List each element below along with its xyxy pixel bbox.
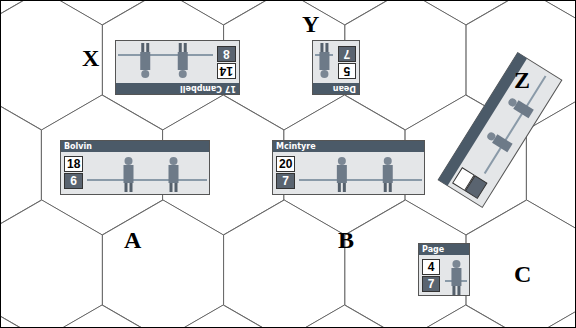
unit-name: Page	[419, 244, 469, 255]
unit-counter: Dean 57	[312, 40, 360, 95]
hex-label: A	[124, 228, 141, 252]
hex-cell	[466, 200, 576, 328]
unit-counter: Mcintyre 207	[272, 140, 425, 195]
hex-label: X	[82, 46, 99, 70]
hex-label: Z	[514, 68, 530, 92]
hex-cell	[405, 305, 526, 328]
unit-counter: Page 47	[418, 243, 470, 296]
unit-name: 17 Campbell	[116, 83, 239, 94]
unit-counter: 17 Campbell 148	[115, 40, 240, 95]
hex-cell	[284, 305, 405, 328]
morale-number: 7	[422, 276, 440, 292]
morale-number: 7	[338, 46, 356, 62]
hex-cell	[163, 305, 284, 328]
morale-number: 8	[217, 46, 236, 62]
hex-label: Y	[302, 12, 319, 36]
unit-name: Dean	[313, 83, 359, 94]
unit-name: Mcintyre	[273, 141, 424, 152]
hex-cell	[224, 200, 345, 328]
hex-cell	[526, 305, 576, 328]
strength-number: 18	[64, 156, 83, 172]
hex-cell	[102, 200, 223, 328]
hex-cell	[0, 200, 102, 328]
unit-counter: Bolvin 186	[60, 140, 210, 195]
hex-cell	[41, 305, 162, 328]
unit-name: Bolvin	[61, 141, 209, 152]
morale-number: 7	[276, 173, 295, 189]
hex-label: B	[338, 228, 354, 252]
strength-number: 5	[338, 63, 356, 79]
hex-cell	[0, 305, 41, 328]
rotated-counter	[438, 53, 562, 208]
hex-label: C	[514, 262, 531, 286]
strength-number: 4	[422, 259, 440, 275]
morale-number: 6	[64, 173, 83, 189]
strength-number: 20	[276, 156, 295, 172]
strength-number: 14	[217, 63, 236, 79]
